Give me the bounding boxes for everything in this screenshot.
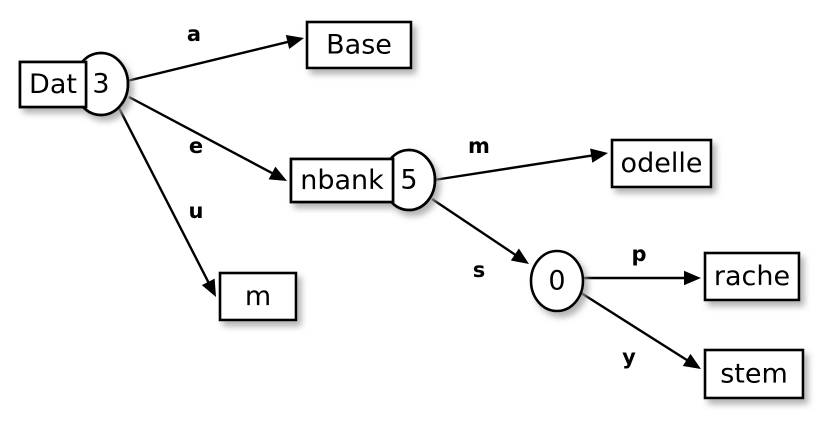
node-key-ellipse <box>529 249 585 313</box>
node-label-text: Dat <box>29 69 77 100</box>
arrow-head-icon <box>268 166 287 181</box>
node-shadow-group <box>218 271 298 322</box>
graph-edge <box>126 35 304 83</box>
edge-line <box>433 153 595 182</box>
graph-edge <box>431 198 529 264</box>
nodes-layer: Dat 3 Base nbank 5 m odelle 0 rache stem <box>18 20 805 400</box>
graph-edge <box>128 95 287 181</box>
node-label-text: m <box>245 281 271 312</box>
edge-line <box>128 95 276 176</box>
arrow-head-icon <box>682 353 701 369</box>
arrow-head-icon <box>590 148 608 163</box>
node-shadow-group <box>610 138 713 189</box>
graph-edge <box>117 107 216 297</box>
node-key-text: 3 <box>92 69 109 100</box>
arrow-head-icon <box>684 270 701 286</box>
arrow-head-icon <box>285 35 304 50</box>
node-label-box <box>305 20 413 70</box>
node-label-box <box>703 251 801 302</box>
graph-edge <box>577 289 701 369</box>
edge-label-a: a <box>187 22 201 46</box>
edge-line <box>431 198 519 258</box>
graph-node-zero[interactable]: 0 <box>529 249 585 313</box>
node-key-ellipse-outline <box>393 148 437 212</box>
edge-label-m: m <box>468 134 490 158</box>
graph-node-nbank[interactable]: nbank 5 <box>289 148 437 212</box>
edge-line <box>126 40 291 83</box>
graph-node-stem[interactable]: stem <box>703 348 805 400</box>
node-label-text: odelle <box>621 148 703 179</box>
edge-label-p: p <box>631 242 646 266</box>
node-label-box-outline <box>289 157 395 204</box>
node-label-box <box>610 138 713 189</box>
node-label-text: Base <box>326 30 392 61</box>
node-key-text: 5 <box>400 165 417 196</box>
edge-label-s: s <box>473 258 486 282</box>
graph-node-rache[interactable]: rache <box>703 251 801 302</box>
node-label-text: stem <box>720 359 788 390</box>
node-shadow-group <box>305 20 413 70</box>
graph-edge <box>433 148 608 182</box>
edge-label-y: y <box>622 345 636 369</box>
node-shadow-group <box>703 251 801 302</box>
edge-label-u: u <box>189 199 204 223</box>
edge-line <box>117 107 211 286</box>
graph-node-base[interactable]: Base <box>305 20 413 70</box>
node-shadow-group <box>703 348 805 400</box>
node-key-ellipse-outline <box>86 51 130 117</box>
node-label-text: rache <box>714 261 790 292</box>
edge-label-e: e <box>189 134 203 158</box>
graph-node-m-leaf[interactable]: m <box>218 271 298 322</box>
graph-node-odelle[interactable]: odelle <box>610 138 713 189</box>
graph-edge <box>581 270 701 286</box>
edge-line <box>577 289 690 363</box>
node-label-box <box>218 271 298 322</box>
arrow-head-icon <box>510 248 529 264</box>
edges-layer <box>117 35 701 369</box>
graph-node-root[interactable]: Dat 3 <box>18 51 130 117</box>
edge-labels-layer: a e u m s p y <box>187 22 647 369</box>
node-label-box <box>703 348 805 400</box>
node-label-text: nbank <box>300 165 384 196</box>
node-key-text: 0 <box>548 266 565 297</box>
node-label-box-outline <box>18 60 88 109</box>
arrow-head-icon <box>201 278 216 297</box>
node-shadow-group <box>529 249 585 313</box>
